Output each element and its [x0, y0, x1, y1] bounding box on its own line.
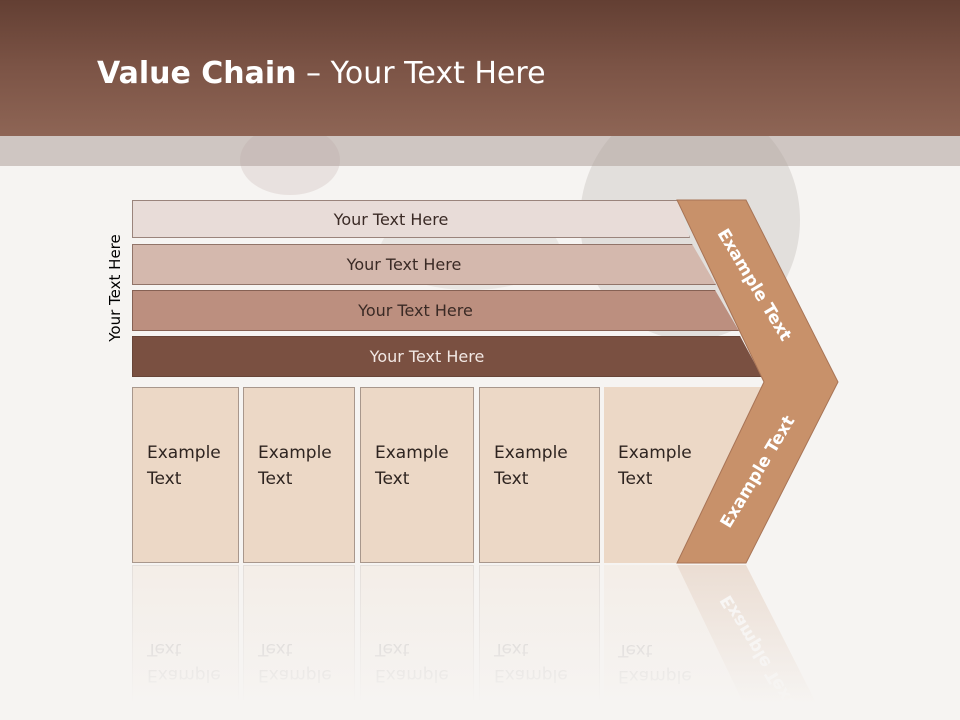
reflection-fade — [0, 565, 960, 720]
activity-box-line1: Example — [147, 443, 221, 463]
support-bar-2: Your Text Here — [132, 244, 716, 285]
support-bar-1: Your Text Here — [132, 200, 690, 238]
support-bar-3: Your Text Here — [132, 290, 739, 331]
activity-box-4: Example Text — [479, 387, 600, 563]
slide-title: Value Chain – Your Text Here — [97, 54, 546, 94]
activity-box-3: Example Text — [360, 387, 474, 563]
activity-box-line2: Text — [618, 469, 653, 489]
support-bar-label: Your Text Here — [333, 209, 449, 229]
chevron-shape — [676, 199, 839, 564]
activity-box-1: Example Text — [132, 387, 239, 563]
header-bar — [0, 0, 960, 136]
activity-box-line2: Text — [494, 469, 529, 489]
header-strip — [0, 136, 960, 166]
activity-box-line2: Text — [147, 469, 182, 489]
reflection: Example Text Example Text Example Text E… — [0, 565, 960, 720]
title-bold: Value Chain — [97, 56, 297, 91]
support-bar-label: Your Text Here — [346, 255, 462, 274]
activity-box-2: Example Text — [243, 387, 355, 563]
activity-box-line1: Example — [494, 443, 568, 463]
activity-box-line1: Example — [375, 443, 449, 463]
activity-box-line2: Text — [258, 469, 293, 489]
activity-box-line1: Example — [618, 443, 692, 463]
support-bar-4: Your Text Here — [132, 336, 762, 377]
activity-box-line1: Example — [258, 443, 332, 463]
title-rest: – Your Text Here — [296, 56, 546, 91]
support-bar-label: Your Text Here — [358, 301, 473, 320]
support-bar-label: Your Text Here — [369, 347, 485, 366]
activity-box-line2: Text — [375, 469, 410, 489]
